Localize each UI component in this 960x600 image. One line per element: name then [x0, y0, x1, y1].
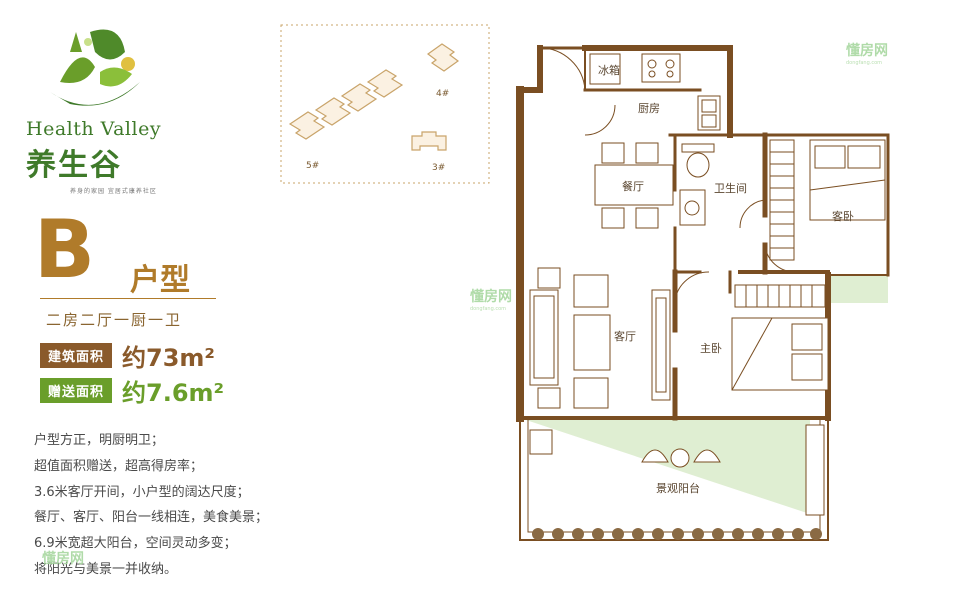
- bay-window-area: [830, 275, 888, 303]
- building-label-3: 3#: [432, 163, 445, 173]
- feature-item: 户型方正，明厨明卫；: [34, 433, 165, 448]
- brand-name-en: Health Valley: [26, 118, 162, 140]
- building-3: [411, 131, 447, 151]
- room-label-dining: 餐厅: [622, 179, 644, 193]
- divider: [40, 298, 216, 299]
- feature-item: 3.6米客厅开间，小户型的阔达尺度；: [34, 484, 250, 500]
- fridge-label: 冰箱: [598, 63, 620, 77]
- feature-item: 6.9米宽超大阳台，空间灵动多变；: [34, 536, 237, 552]
- room-label-master-bedroom: 主卧: [700, 342, 722, 355]
- guest-bed: [809, 139, 886, 221]
- master-bed: [731, 317, 829, 391]
- master-wardrobe: [734, 284, 826, 308]
- room-label-balcony: 景观阳台: [656, 481, 700, 495]
- building-row-5: [288, 69, 404, 140]
- balcony-planters: [532, 528, 822, 540]
- brand-name-cn: 养生谷: [26, 148, 122, 183]
- building-label-5: 5#: [306, 161, 319, 171]
- bathroom-fixtures: [679, 143, 715, 226]
- building-locator: 4# 5# 3#: [280, 24, 490, 184]
- doors: [539, 47, 796, 301]
- room-label-living: 客厅: [614, 329, 636, 343]
- floor-plan: 冰箱: [516, 45, 890, 541]
- gift-area-value: 约7.6m²: [122, 378, 225, 407]
- unit-type-letter: B: [34, 203, 95, 296]
- brand-logo-icon: [50, 29, 140, 106]
- guest-wardrobe: [769, 139, 795, 261]
- watermark-top: 懂房网 dongfang.com: [846, 40, 888, 66]
- built-area-label: 建筑面积: [40, 342, 113, 368]
- room-label-bathroom: 卫生间: [714, 181, 747, 195]
- feature-item: 超值面积赠送，超高得房率；: [34, 458, 204, 474]
- building-label-4: 4#: [436, 89, 449, 99]
- watermark-sub: dongfang.com: [846, 60, 883, 66]
- feature-list: 户型方正，明厨明卫； 超值面积赠送，超高得房率； 3.6米客厅开间，小户型的阔达…: [34, 428, 268, 583]
- gift-area-label: 赠送面积: [40, 377, 113, 403]
- balcony-sunlight-area: [520, 418, 810, 514]
- built-area-value: 约73m²: [122, 343, 215, 372]
- watermark-sub: dongfang.com: [470, 306, 507, 312]
- living-furniture: [529, 267, 671, 409]
- watermark-text: 懂房网: [42, 551, 84, 567]
- built-area-row: 建筑面积 约73m²: [40, 342, 215, 372]
- watermark-bottom: 懂房网: [42, 548, 84, 568]
- dining-set: [594, 142, 674, 229]
- feature-item: 餐厅、客厅、阳台一线相连，美食美景；: [34, 510, 269, 526]
- brand-tagline: 养身的家园 宜居式康养社区: [70, 188, 157, 195]
- unit-layout: 二房二厅一厨一卫: [46, 311, 183, 329]
- balcony-furniture: [529, 424, 825, 516]
- building-4: [426, 43, 460, 72]
- gift-area-row: 赠送面积 约7.6m²: [40, 377, 224, 407]
- watermark-middle: 懂房网 dongfang.com: [470, 286, 512, 312]
- watermark-text: 懂房网: [846, 43, 888, 59]
- room-label-kitchen: 厨房: [638, 102, 660, 115]
- watermark-text: 懂房网: [470, 289, 512, 305]
- room-label-guest-bedroom: 客卧: [832, 209, 854, 223]
- unit-type-label: 户型: [130, 263, 190, 298]
- kitchen-fixtures: [589, 53, 721, 131]
- feature-item: 将阳光与美景一并收纳。: [34, 561, 178, 577]
